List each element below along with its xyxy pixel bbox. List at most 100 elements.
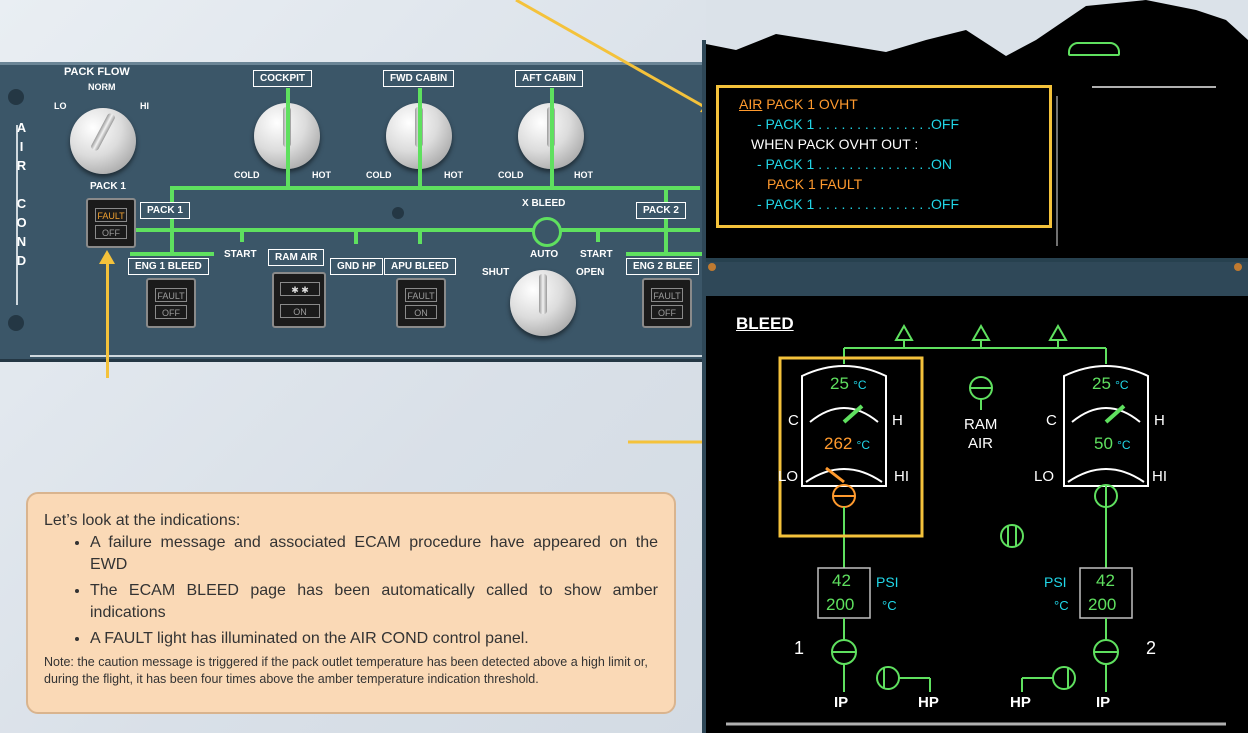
bleed-sd-page: BLEED 25 °C C H 262 °C LO HI 25 °C C H 5… — [706, 296, 1248, 733]
pack-flow-selector[interactable] — [70, 108, 136, 174]
panel-screw — [8, 315, 24, 331]
pack-flow-title: PACK FLOW — [64, 66, 130, 78]
left-pack-c: C — [788, 412, 799, 429]
apu-bleed-pushbutton[interactable]: FAULT ON — [396, 278, 446, 328]
right-pack-outlet-temp: 25 °C — [1092, 374, 1129, 393]
left-ip-label: IP — [834, 694, 849, 711]
eng2-bleed-pushbutton[interactable]: FAULT OFF — [642, 278, 692, 328]
ewd-bottom-bar — [706, 258, 1248, 262]
schematic-line — [626, 252, 702, 256]
left-pack-comp-temp: 262 °C — [824, 434, 871, 453]
left-pack-lo: LO — [778, 468, 799, 485]
right-ip-label: IP — [1096, 694, 1111, 711]
schematic-line — [130, 228, 700, 232]
fwd-cabin-hot: HOT — [444, 170, 463, 180]
pack1-off-light: OFF — [95, 225, 127, 239]
panel-screw — [392, 207, 404, 219]
ram-air-text-2: AIR — [968, 435, 994, 452]
ecam-caution-title: PACK 1 OVHT — [762, 96, 858, 112]
pack1-pushbutton[interactable]: FAULT OFF — [86, 198, 136, 248]
note-bullets: A failure message and associated ECAM pr… — [44, 532, 658, 650]
note-bullet: The ECAM BLEED page has been automatical… — [90, 580, 658, 624]
ecam-line-4: - PACK 1 . . . . . . . . . . . . . . .ON — [757, 156, 953, 172]
right-psi-unit: PSI — [1044, 574, 1067, 590]
fwd-cabin-label: FWD CABIN — [383, 70, 455, 87]
left-psi-unit: PSI — [876, 574, 899, 590]
bleed-schematic — [726, 323, 1226, 726]
eng1-bleed-pushbutton[interactable]: FAULT OFF — [146, 278, 196, 328]
note-lead: Let’s look at the indications: — [44, 512, 241, 529]
panel-divider — [16, 125, 18, 305]
right-hp-label: HP — [1010, 694, 1031, 711]
ewd-separator — [1056, 96, 1058, 246]
schematic-line — [550, 88, 554, 186]
explanation-note: Let’s look at the indications: A failure… — [26, 492, 676, 714]
ram-air-indicator: ✱ ✱ — [280, 282, 320, 296]
left-hp-label: HP — [918, 694, 939, 711]
eng1-off-light: OFF — [155, 305, 187, 319]
pack-flow-hi: HI — [140, 101, 149, 111]
pointer-arrowhead — [99, 250, 115, 264]
xbleed-valve — [532, 217, 562, 247]
note-detail: Note: the caution message is triggered i… — [44, 655, 648, 686]
ewd-symbol — [1068, 42, 1120, 56]
right-bleed-temp: 200 — [1088, 595, 1117, 614]
frame-screw — [708, 263, 716, 271]
schematic-line — [130, 252, 214, 256]
left-bleed-temp: 200 — [826, 595, 855, 614]
panel-screw — [8, 89, 24, 105]
right-pack-h: H — [1154, 412, 1165, 429]
note-bullet: A FAULT light has illuminated on the AIR… — [90, 628, 658, 650]
left-bleed-psi: 42 — [832, 571, 851, 590]
gnd-hp-label: GND HP — [330, 258, 383, 275]
xbleed-open: OPEN — [576, 267, 605, 278]
ecam-line-2: - PACK 1 . . . . . . . . . . . . . . .OF… — [757, 116, 959, 132]
ewd-torn-edge — [706, 0, 1248, 56]
schematic-line — [170, 186, 174, 256]
pack-flow-norm: NORM — [88, 82, 116, 92]
right-pack-lo: LO — [1034, 468, 1055, 485]
ecam-line-6: - PACK 1 . . . . . . . . . . . . . . .OF… — [757, 196, 959, 212]
pointer-line-fault — [106, 262, 109, 378]
xbleed-label: X BLEED — [522, 198, 566, 209]
ecam-line-1: AIR PACK 1 OVHT — [739, 94, 1049, 114]
right-pack-hi: HI — [1152, 468, 1167, 485]
xbleed-shut: SHUT — [482, 267, 510, 278]
schematic-line — [354, 230, 358, 244]
frame-screw — [1234, 263, 1242, 271]
left-pack-hi: HI — [894, 468, 909, 485]
ecam-line-5: PACK 1 FAULT — [767, 176, 863, 192]
pack2-box-label: PACK 2 — [636, 202, 686, 219]
ram-air-on-light: ON — [280, 304, 320, 318]
right-bleed-psi: 42 — [1096, 571, 1115, 590]
eng2-fault-light: FAULT — [651, 288, 683, 302]
left-pack-outlet-temp: 25 °C — [830, 374, 867, 393]
right-pack-comp-temp: 50 °C — [1094, 434, 1131, 453]
apu-fault-light: FAULT — [405, 288, 437, 302]
ecam-system-title: AIR — [739, 96, 763, 112]
panel-bottom-rule — [30, 355, 702, 357]
schematic-line — [596, 230, 600, 242]
schematic-line — [286, 88, 290, 186]
xbleed-selector[interactable] — [510, 270, 576, 336]
right-temp-unit: °C — [1054, 598, 1069, 613]
pack1-box-label: PACK 1 — [140, 202, 190, 219]
schematic-line — [664, 186, 668, 256]
cockpit-label: COCKPIT — [253, 70, 312, 87]
air-cond-label: AIR COND — [14, 120, 29, 272]
cockpit-cold: COLD — [234, 170, 260, 180]
ram-air-label: RAM AIR — [268, 249, 325, 266]
display-frame — [702, 262, 1248, 296]
schematic-line — [418, 230, 422, 244]
background-watermark — [150, 380, 450, 470]
eng2-off-light: OFF — [651, 305, 683, 319]
fwd-cabin-cold: COLD — [366, 170, 392, 180]
schematic-line — [240, 230, 244, 242]
ram-air-pushbutton[interactable]: ✱ ✱ ON — [272, 272, 326, 328]
ewd-screen — [706, 0, 1248, 262]
engine-1-label: 1 — [794, 638, 805, 658]
ecam-procedure-box: AIR PACK 1 OVHT - PACK 1 . . . . . . . .… — [716, 85, 1052, 228]
pack1-label: PACK 1 — [90, 181, 126, 192]
xbleed-auto: AUTO — [530, 249, 559, 260]
aft-cabin-cold: COLD — [498, 170, 524, 180]
